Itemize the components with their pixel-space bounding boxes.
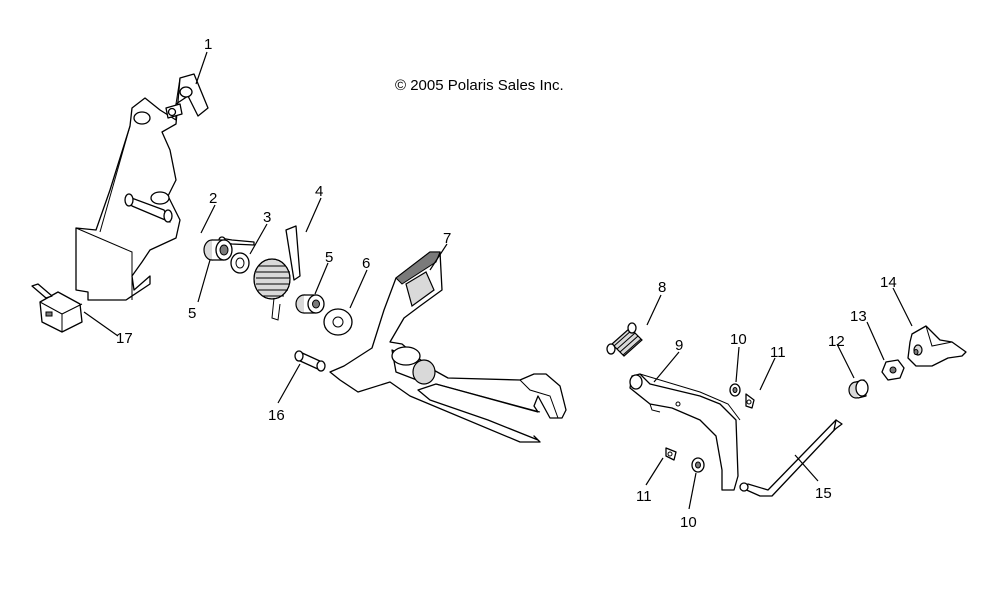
callout-9: 9 <box>675 337 683 354</box>
part-12-bushing <box>848 379 869 399</box>
callout-8: 8 <box>658 279 666 296</box>
copyright-text: © 2005 Polaris Sales Inc. <box>395 77 564 94</box>
callout-7: 7 <box>443 230 451 247</box>
part-10-washer-upper <box>729 383 741 397</box>
callout-11-lower: 11 <box>636 488 652 505</box>
callout-5-middle: 5 <box>325 249 333 266</box>
part-9-brake-lever <box>629 373 741 491</box>
part-8-extension-spring <box>606 322 643 357</box>
callout-10-lower: 10 <box>680 514 697 531</box>
callout-12: 12 <box>828 333 845 350</box>
part-6-washer <box>323 308 353 336</box>
part-10-washer-lower <box>691 457 705 473</box>
callout-16: 16 <box>268 407 285 424</box>
callout-14: 14 <box>880 274 897 291</box>
part-16-pivot-pin <box>294 350 326 372</box>
callout-labels: 1 2 3 4 5 5 6 7 8 9 10 10 11 11 12 13 14… <box>116 36 897 531</box>
callout-17: 17 <box>116 330 133 347</box>
part-5-bushing-middle <box>295 294 325 314</box>
part-14-bracket <box>907 325 967 367</box>
callout-3: 3 <box>263 209 271 226</box>
part-3-washer <box>230 252 250 274</box>
callout-1: 1 <box>204 36 212 53</box>
part-15-rod <box>739 419 843 497</box>
callout-6: 6 <box>362 255 370 272</box>
part-1-mounting-bracket <box>75 73 209 301</box>
part-13-nut <box>881 359 905 381</box>
callout-11-upper: 11 <box>770 344 786 361</box>
callout-5-left: 5 <box>188 305 196 322</box>
part-5-bushing-left <box>203 239 233 261</box>
part-7-pedal-arm <box>329 251 567 443</box>
callout-10-upper: 10 <box>730 331 747 348</box>
part-11-clip-lower <box>665 447 677 461</box>
callout-2: 2 <box>209 190 217 207</box>
callout-13: 13 <box>850 308 867 325</box>
callout-4: 4 <box>315 183 323 200</box>
part-4-torsion-spring <box>253 225 301 321</box>
part-17-switch <box>31 283 83 333</box>
callout-15: 15 <box>815 485 832 502</box>
leader-lines <box>83 51 913 510</box>
part-11-clip-upper <box>745 393 755 409</box>
